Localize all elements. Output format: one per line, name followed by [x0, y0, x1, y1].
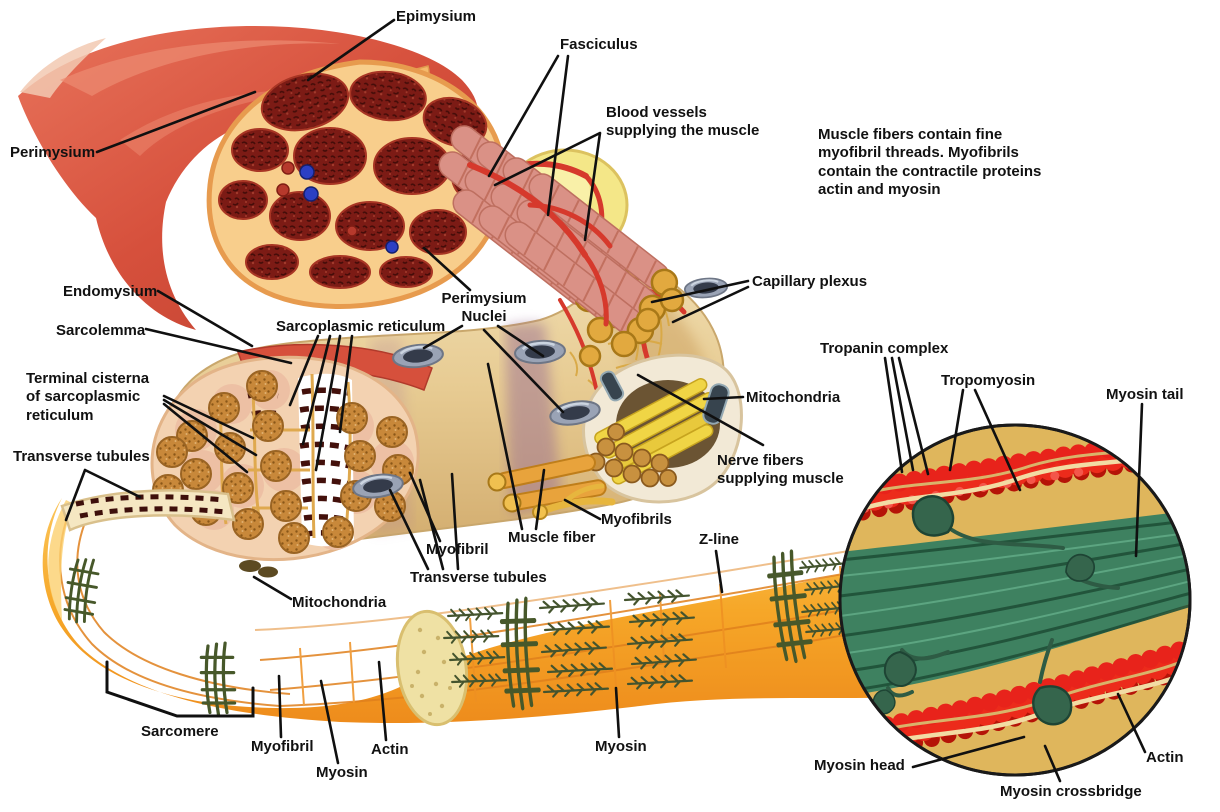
fascicles [218, 70, 497, 289]
muscle-fiber-cross-section [150, 355, 420, 578]
label-nerve-fibers: Nerve fibers supplying muscle [717, 452, 844, 488]
label-sarcolemma: Sarcolemma [56, 322, 146, 339]
note-myofibril-threads: Muscle fibers contain fine myofibril thr… [818, 126, 1042, 198]
label-capillary-plexus: Capillary plexus [752, 273, 868, 290]
sarcomere-inset [838, 423, 1192, 777]
fasciculus-bundle [432, 119, 685, 368]
label-actin-right: Actin [1146, 749, 1184, 766]
nerve-fiber [532, 483, 616, 520]
label-fasciculus: Fasciculus [560, 36, 638, 53]
label-myosin-head: Myosin head [814, 757, 905, 774]
tubule-dashes [75, 494, 227, 519]
label-sarcomere: Sarcomere [141, 723, 219, 740]
label-perimysium: Perimysium [10, 144, 96, 161]
label-epimysium: Epimysium [396, 8, 477, 25]
label-transverse-tubules-left: Transverse tubules [13, 448, 150, 465]
label-myofibril-center: Myofibril [426, 541, 489, 558]
protruding-myofibrils [487, 454, 607, 513]
label-myosin-tail: Myosin tail [1106, 386, 1184, 403]
label-perimysium-nuclei: Perimysium Nuclei [441, 290, 527, 326]
transverse-tubule-strand [60, 489, 236, 532]
label-myofibrils: Myofibrils [601, 511, 672, 528]
label-mitochondria-right: Mitochondria [746, 389, 841, 406]
bundle-vessels [467, 162, 613, 327]
label-myosin-bottom-left: Myosin [316, 764, 368, 781]
tendon [20, 38, 106, 98]
label-myosin-bottom-center: Myosin [595, 738, 647, 755]
label-transverse-tubules-center: Transverse tubules [410, 569, 547, 586]
label-myofibril-bottom: Myofibril [251, 738, 314, 755]
label-z-line: Z-line [699, 531, 739, 548]
label-tropomyosin: Tropomyosin [941, 372, 1036, 389]
mitochondrion-small [239, 560, 261, 572]
label-sarcoplasmic-reticulum: Sarcoplasmic reticulum [276, 318, 446, 335]
label-blood-vessels: Blood vessels supplying the muscle [606, 104, 760, 140]
label-actin-bottom: Actin [371, 741, 409, 758]
cross-section-vessels [276, 161, 399, 254]
label-muscle-fiber: Muscle fiber [508, 529, 596, 546]
leader-lines [64, 18, 1147, 783]
label-endomysium: Endomysium [63, 283, 158, 300]
label-mitochondria-center: Mitochondria [292, 594, 387, 611]
label-myosin-crossbridge: Myosin crossbridge [1000, 783, 1142, 800]
label-terminal-cisterna: Terminal cisterna of sarcoplasmic reticu… [26, 370, 150, 424]
myofibril-cut-end [395, 609, 469, 727]
label-tropanin-complex: Tropanin complex [820, 340, 949, 357]
